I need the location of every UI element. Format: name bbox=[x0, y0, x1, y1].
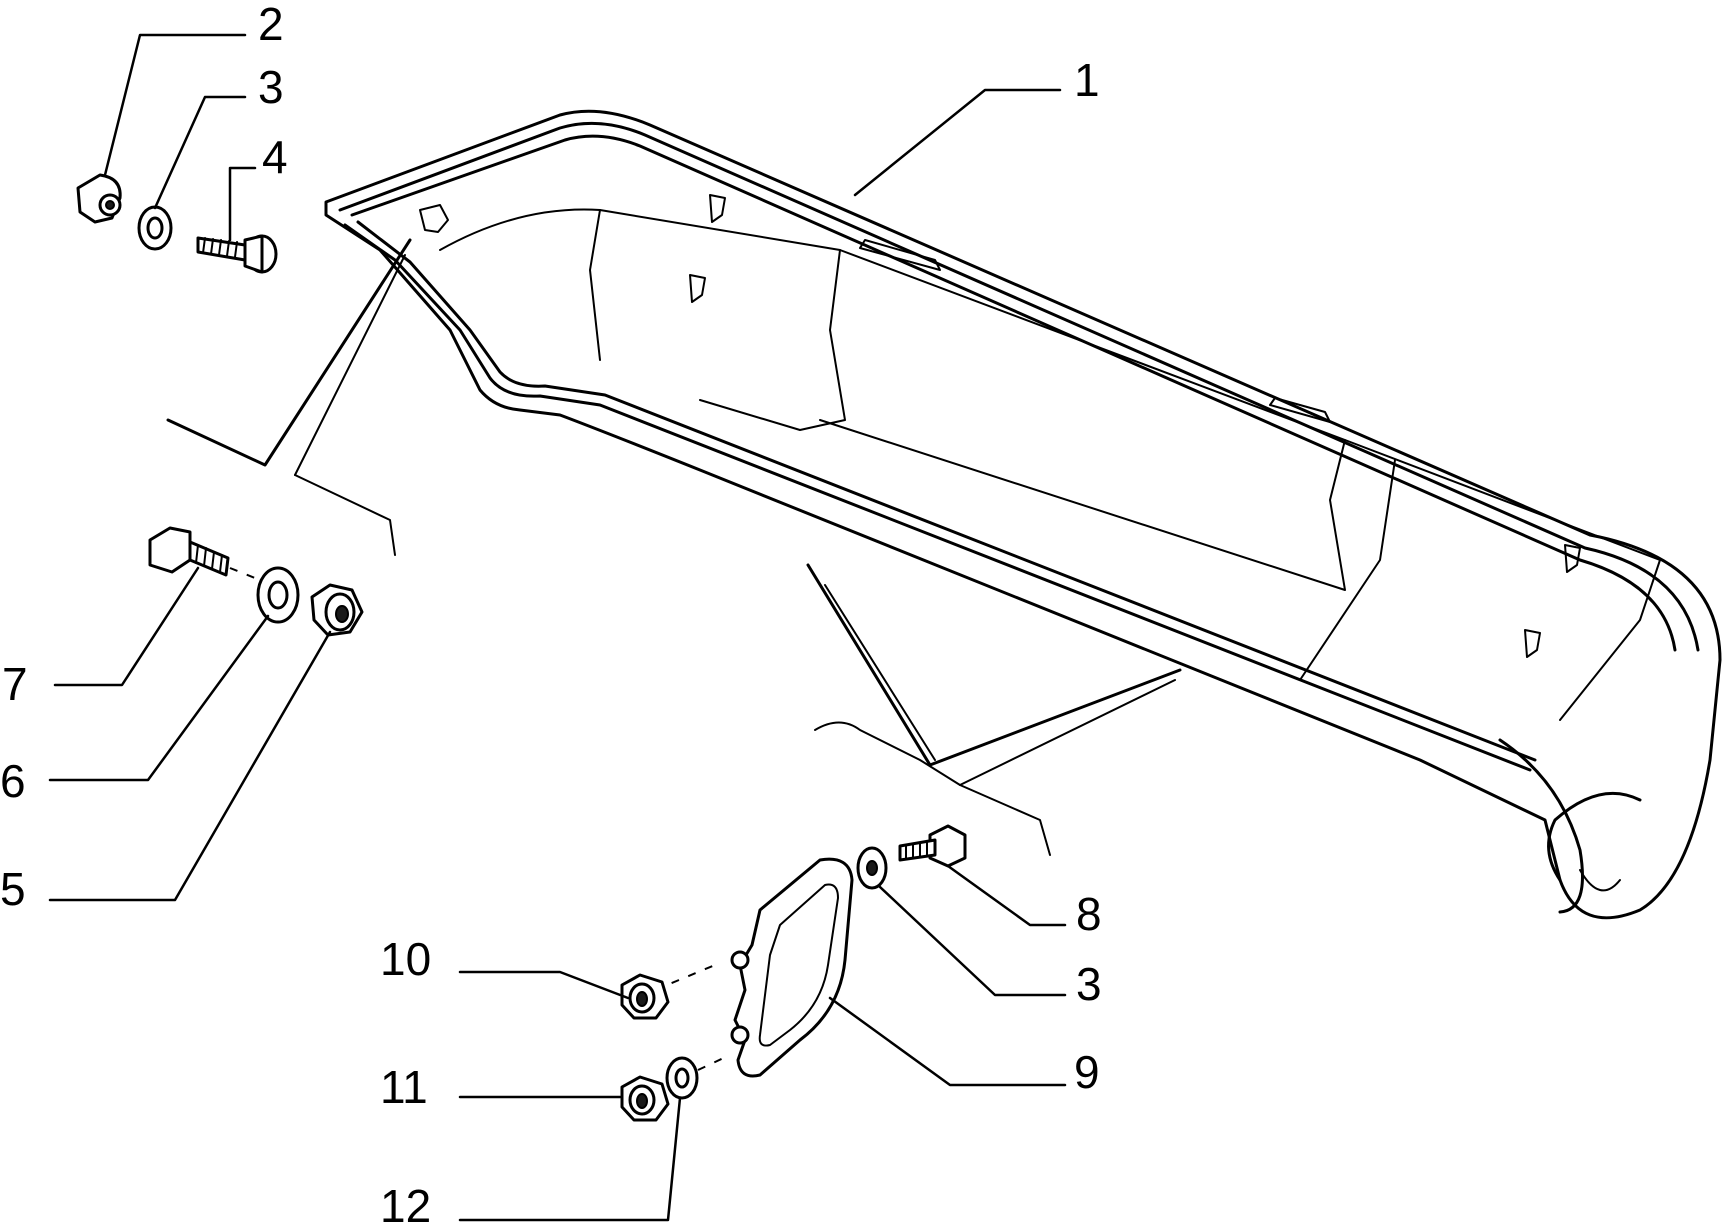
assembly-axis bbox=[229, 567, 256, 579]
bracket-plate-part-9 bbox=[730, 857, 854, 1078]
callout-3-right: 3 bbox=[1076, 958, 1102, 1010]
callout-4: 4 bbox=[262, 131, 288, 183]
leader-10 bbox=[458, 970, 630, 1000]
leader-5 bbox=[48, 630, 332, 902]
screw-part-4 bbox=[196, 234, 278, 274]
leader-1 bbox=[853, 88, 1062, 197]
leader-6 bbox=[48, 614, 270, 782]
washer-part-6 bbox=[256, 566, 300, 624]
leader-12 bbox=[458, 1096, 682, 1222]
callout-labels: 2 3 4 1 5 6 7 8 3 9 10 11 12 bbox=[0, 0, 1102, 1230]
callout-1: 1 bbox=[1074, 54, 1100, 106]
leader-2 bbox=[103, 33, 247, 177]
washer-part-3-right bbox=[856, 846, 888, 890]
group-bracket-right-4 bbox=[959, 679, 1176, 786]
group-bracket-right-2 bbox=[824, 584, 936, 761]
group-bracket-left-3 bbox=[294, 474, 396, 556]
callout-3-top: 3 bbox=[258, 61, 284, 113]
nut-part-11 bbox=[620, 1075, 670, 1122]
assembly-axis-12 bbox=[697, 1054, 731, 1071]
washer-part-3-top bbox=[137, 205, 173, 251]
callout-7: 7 bbox=[2, 658, 28, 710]
callout-5: 5 bbox=[0, 863, 26, 915]
callout-6: 6 bbox=[0, 755, 26, 807]
leader-4 bbox=[228, 166, 257, 242]
leader-9 bbox=[828, 996, 1067, 1087]
group-bracket-right bbox=[806, 563, 1182, 767]
nut-part-10 bbox=[620, 973, 670, 1020]
leader-8 bbox=[946, 864, 1067, 927]
callout-9: 9 bbox=[1074, 1046, 1100, 1098]
nut-part-5 bbox=[310, 583, 364, 637]
group-bracket-left-2 bbox=[294, 254, 406, 476]
screw-clip-part-8 bbox=[898, 824, 967, 868]
assembly-axis-10 bbox=[654, 964, 716, 991]
callout-10: 10 bbox=[380, 933, 431, 985]
callout-12: 12 bbox=[380, 1180, 431, 1225]
leader-lines bbox=[48, 33, 1067, 1222]
bumper-part-1 bbox=[324, 109, 1722, 920]
callout-8: 8 bbox=[1076, 888, 1102, 940]
leader-3-top bbox=[153, 95, 247, 210]
callout-2: 2 bbox=[258, 0, 284, 50]
bolt-part-7 bbox=[148, 526, 230, 577]
group-bracket-right-3 bbox=[814, 721, 1051, 856]
clip-nut-part-2 bbox=[76, 173, 122, 224]
leader-7 bbox=[53, 566, 200, 687]
washer-part-12 bbox=[665, 1056, 699, 1100]
callout-11: 11 bbox=[380, 1061, 428, 1113]
group-bracket-left bbox=[166, 238, 412, 467]
leader-3-right bbox=[878, 885, 1067, 997]
